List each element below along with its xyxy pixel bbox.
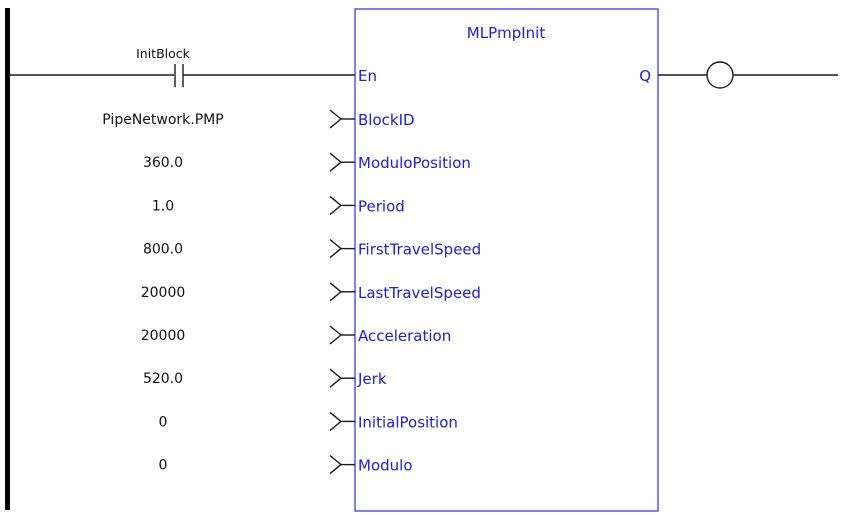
- input-row[interactable]: 360.0: [143, 152, 355, 172]
- input-connector-chevron-icon: [329, 152, 343, 172]
- input-value: 520.0: [143, 371, 183, 387]
- input-pin-label: FirstTravelSpeed: [358, 241, 481, 259]
- function-block-title: MLPmpInit: [467, 24, 546, 42]
- input-value: 20000: [141, 285, 186, 301]
- input-pin-label: Jerk: [357, 370, 387, 388]
- input-row[interactable]: PipeNetwork.PMP: [102, 109, 355, 129]
- input-values: PipeNetwork.PMP 360.0 1.0 800.0 20000 20000 52…: [102, 109, 355, 475]
- function-block[interactable]: MLPmpInit En Q BlockID ModuloPositionPeri…: [354, 8, 659, 512]
- input-connector-chevron-icon: [329, 411, 343, 431]
- input-value: 0: [159, 458, 168, 474]
- input-pin-label: Period: [358, 197, 405, 215]
- input-connector-chevron-icon: [329, 239, 343, 259]
- input-connector-chevron-icon: [329, 282, 343, 302]
- input-connector-chevron-icon: [329, 455, 343, 475]
- input-pin-label: InitialPosition: [358, 413, 458, 431]
- input-pins: BlockID ModuloPositionPeriodFirstTravelSp…: [357, 111, 481, 475]
- contact-label: InitBlock: [136, 46, 191, 61]
- function-block-frame: [354, 8, 659, 512]
- input-pin-label: Acceleration: [358, 327, 451, 345]
- input-pin-label: BlockID: [358, 111, 415, 129]
- input-connector-chevron-icon: [329, 368, 343, 388]
- input-value: 1.0: [152, 198, 174, 214]
- pin-q-label: Q: [639, 67, 651, 85]
- input-pin-label: ModuloPosition: [358, 154, 471, 172]
- input-value: 20000: [141, 328, 186, 344]
- input-row[interactable]: 20000: [141, 282, 355, 302]
- input-row[interactable]: 0: [159, 455, 355, 475]
- input-value: 800.0: [143, 242, 183, 258]
- contact-initblock[interactable]: InitBlock: [136, 46, 191, 87]
- input-value: 360.0: [143, 155, 183, 171]
- pin-en-label: En: [358, 67, 377, 85]
- input-connector-chevron-icon: [329, 195, 343, 215]
- input-row[interactable]: 520.0: [143, 368, 355, 388]
- input-row[interactable]: 800.0: [143, 239, 355, 259]
- input-value: 0: [159, 414, 168, 430]
- input-pin-label: LastTravelSpeed: [358, 284, 481, 302]
- input-pin-label: Modulo: [358, 457, 413, 475]
- input-connector-chevron-icon: [329, 325, 343, 345]
- input-row[interactable]: 0: [159, 411, 355, 431]
- input-row[interactable]: 1.0: [152, 195, 355, 215]
- input-row[interactable]: 20000: [141, 325, 355, 345]
- input-value: PipeNetwork.PMP: [102, 112, 223, 128]
- input-connector-chevron-icon: [329, 109, 343, 129]
- output-coil-icon[interactable]: [706, 61, 734, 89]
